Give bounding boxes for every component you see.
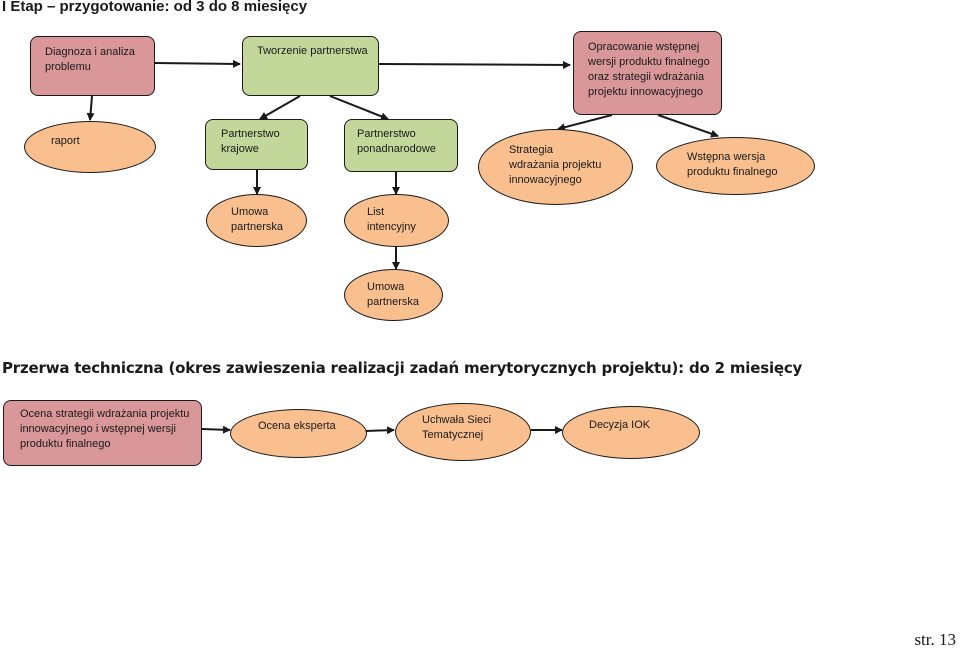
node-ocena-strategii: Ocena strategii wdrażania projektu innow…: [3, 400, 202, 466]
node-decyzja-label: Decyzja IOK: [589, 419, 651, 431]
node-umowa-partnerska-2: Umowa partnerska: [344, 269, 443, 321]
arrow-tworzenie-ponadnarodowe: [329, 95, 389, 121]
node-ocena-strategii-label: Ocena strategii wdrażania projektu innow…: [20, 408, 190, 450]
node-uchwala: Uchwała Sieci Tematycznej: [395, 403, 531, 461]
node-partnerstwo-krajowe: Partnerstwo krajowe: [205, 119, 308, 170]
node-partnerstwo-ponadnarodowe: Partnerstwo ponadnarodowe: [344, 119, 458, 172]
node-diagnoza-label: Diagnoza i analiza problemu: [45, 46, 135, 73]
node-partnerstwo-krajowe-label: Partnerstwo krajowe: [221, 128, 280, 155]
arrow-eksperta-uchwala: [365, 426, 395, 435]
arrow-opracowanie-wstepna: [657, 114, 719, 138]
node-raport-label: raport: [51, 135, 80, 147]
node-umowa-partnerska-1: Umowa partnerska: [206, 194, 307, 247]
arrow-tworzenie-krajowe: [259, 95, 301, 120]
node-diagnoza: Diagnoza i analiza problemu: [30, 36, 155, 96]
node-ocena-eksperta-label: Ocena eksperta: [258, 420, 336, 432]
node-umowa-partnerska-2-label: Umowa partnerska: [367, 281, 419, 308]
node-wstepna-wersja: Wstępna wersja produktu finalnego: [656, 137, 815, 195]
arrow-ocena-eksperta: [201, 425, 231, 434]
node-strategia: Strategia wdrażania projektu innowacyjne…: [478, 129, 633, 205]
node-umowa-partnerska-1-label: Umowa partnerska: [231, 206, 283, 233]
node-list-intencyjny-label: List intencyjny: [367, 206, 416, 233]
node-opracowanie: Opracowanie wstępnej wersji produktu fin…: [573, 31, 722, 115]
node-uchwala-label: Uchwała Sieci Tematycznej: [422, 414, 492, 441]
node-opracowanie-label: Opracowanie wstępnej wersji produktu fin…: [588, 41, 710, 98]
node-decyzja: Decyzja IOK: [562, 406, 700, 459]
node-list-intencyjny: List intencyjny: [344, 194, 449, 247]
stage1-title: I Etap – przygotowanie: od 3 do 8 miesię…: [2, 0, 308, 15]
node-raport: raport: [24, 121, 156, 173]
arrow-diagnoza-raport: [86, 95, 95, 121]
arrow-tworzenie-opracowanie: [378, 60, 571, 69]
arrow-diagnoza-tworzenie: [154, 59, 241, 68]
node-ocena-eksperta: Ocena eksperta: [230, 409, 367, 458]
node-tworzenie-label: Tworzenie partnerstwa: [257, 45, 368, 57]
page-number: str. 13: [914, 630, 956, 649]
node-strategia-label: Strategia wdrażania projektu innowacyjne…: [509, 144, 602, 186]
stage2-title: Przerwa techniczna (okres zawieszenia re…: [2, 359, 803, 377]
node-tworzenie: Tworzenie partnerstwa: [242, 36, 379, 96]
node-partnerstwo-ponadnarodowe-label: Partnerstwo ponadnarodowe: [357, 128, 436, 155]
node-wstepna-wersja-label: Wstępna wersja produktu finalnego: [687, 151, 778, 178]
arrow-opracowanie-strategia: [557, 114, 613, 132]
